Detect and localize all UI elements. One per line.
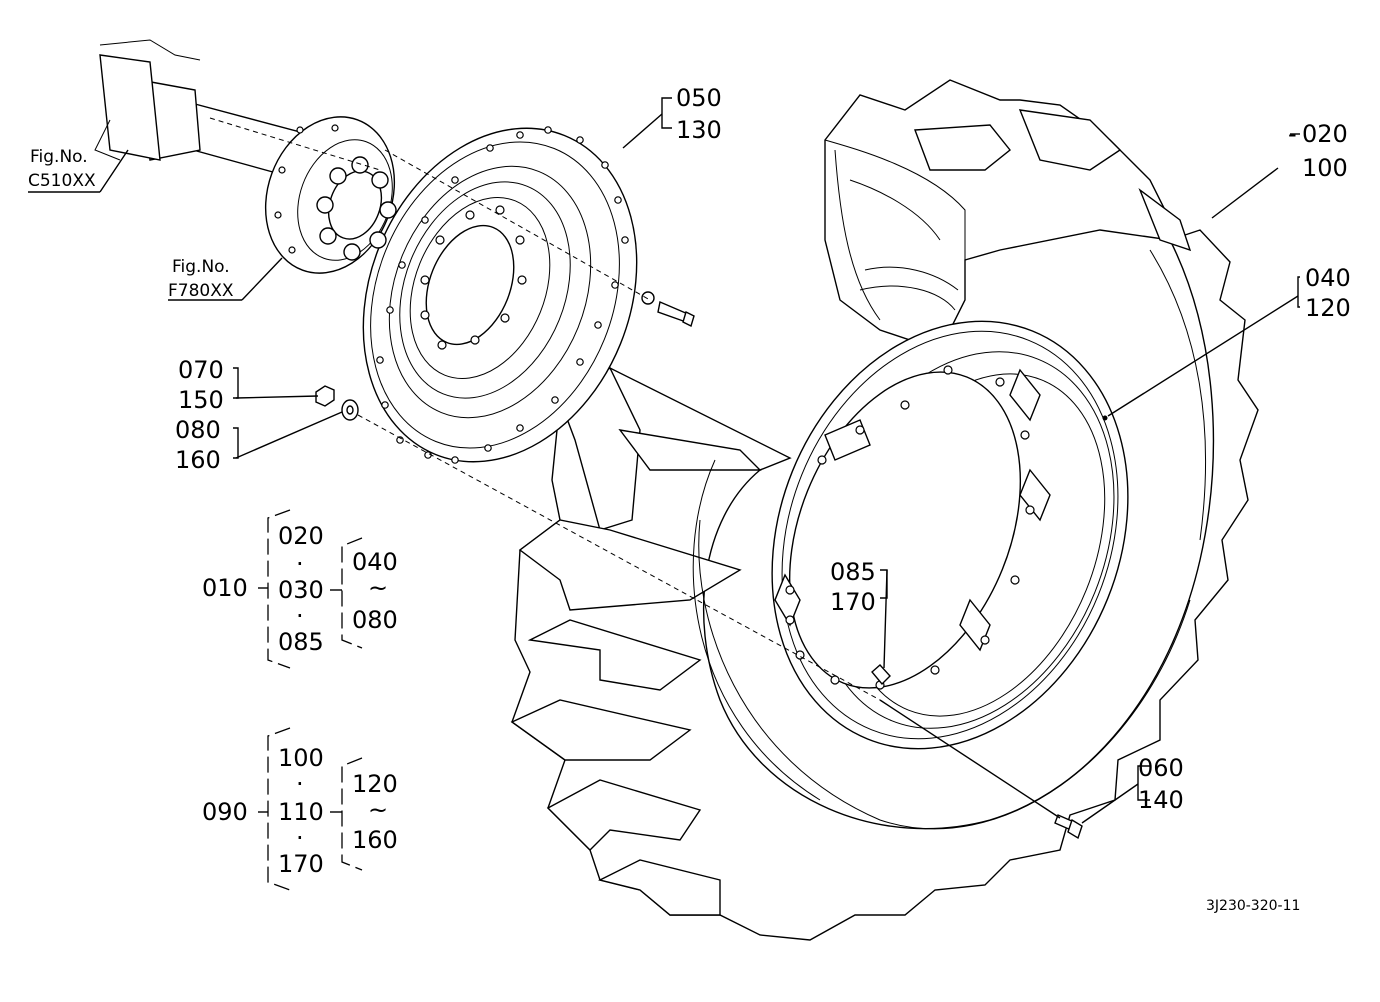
callout-nut-2: 150 — [178, 386, 224, 414]
callout-valve-2: 170 — [830, 588, 876, 616]
tire-section-cut — [824, 79, 1176, 341]
group-1-range-end: 080 — [352, 606, 398, 634]
disc-bolt-holes — [376, 126, 629, 464]
callout-disc-2: 130 — [676, 116, 722, 144]
valve-stem — [871, 664, 891, 686]
fig-ref-1-code: C510XX — [28, 171, 96, 191]
fig-ref-1-prefix: Fig.No. — [30, 147, 88, 167]
group-2-id: 090 — [202, 798, 248, 826]
fasteners — [315, 291, 1083, 840]
group-1-member-1: 020 — [278, 522, 324, 550]
callout-nut-1: 070 — [178, 356, 224, 384]
callout-tire-dash: - — [1288, 120, 1297, 148]
callout-brackets — [233, 97, 1300, 801]
hex-nut — [315, 385, 335, 407]
callout-disc-1: 050 — [676, 84, 722, 112]
group-2-range-end: 160 — [352, 826, 398, 854]
axle-hub-drawing — [94, 39, 397, 274]
callout-washer-2: 160 — [175, 446, 221, 474]
wheel-disc-drawing — [362, 126, 638, 464]
group-brackets — [258, 509, 363, 891]
callout-washer-1: 080 — [175, 416, 221, 444]
group-2-tilde: ~ — [368, 796, 388, 824]
group-1-range-start: 040 — [352, 548, 398, 576]
disc-nut — [641, 291, 655, 305]
tread-lug — [510, 699, 692, 761]
tire-outer-tread — [511, 229, 1259, 941]
tread-lug — [546, 779, 702, 851]
hub-studs — [316, 156, 397, 261]
group-2-member-2: 110 — [278, 798, 324, 826]
group-1-member-2: 030 — [278, 576, 324, 604]
group-2-member-1: 100 — [278, 744, 324, 772]
group-2-member-3: 170 — [278, 850, 324, 878]
group-1-member-3: 085 — [278, 628, 324, 656]
rim-drawing — [771, 320, 1129, 750]
tire-drawing — [510, 79, 1259, 941]
group-2-dot-2: · — [296, 824, 304, 852]
drawing-number: 3J230-320-11 — [1206, 898, 1300, 914]
tread-lug — [618, 429, 762, 471]
callout-tire-2: 100 — [1302, 154, 1348, 182]
callout-bolt-2: 140 — [1138, 786, 1184, 814]
callout-rim-1: 040 — [1305, 264, 1351, 292]
callout-tire-1: 020 — [1302, 120, 1348, 148]
fig-ref-2-code: F780XX — [168, 281, 234, 301]
callout-rim-2: 120 — [1305, 294, 1351, 322]
group-2-range-start: 120 — [352, 770, 398, 798]
wheel-disc-center-bore — [425, 224, 515, 346]
group-1-tilde: ~ — [368, 574, 388, 602]
group-1-id: 010 — [202, 574, 248, 602]
labels: Fig.No. C510XX Fig.No. F780XX 050 130 - … — [28, 84, 1351, 914]
group-1-dot-1: · — [296, 550, 304, 578]
tread-lug — [527, 619, 702, 691]
group-2-dot-1: · — [296, 770, 304, 798]
group-1-dot-2: · — [296, 602, 304, 630]
fig-ref-2-prefix: Fig.No. — [172, 257, 230, 277]
tread-lug — [597, 859, 721, 916]
callout-bolt-1: 060 — [1138, 754, 1184, 782]
tread-lug — [518, 519, 742, 611]
callout-valve-1: 085 — [830, 558, 876, 586]
